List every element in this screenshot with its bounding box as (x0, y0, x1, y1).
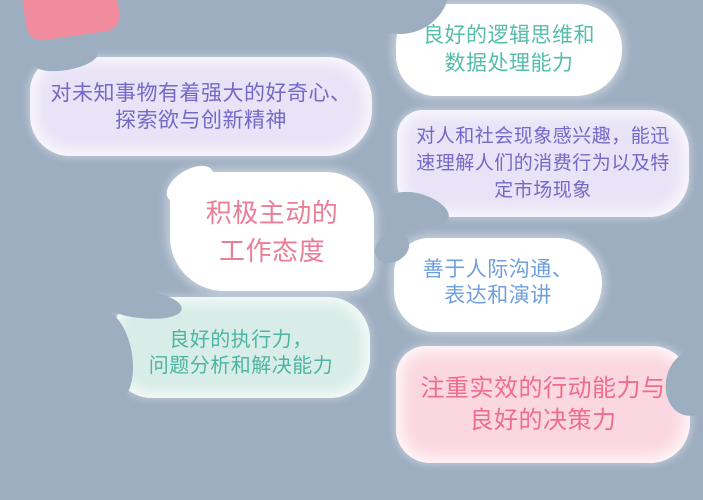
bubble-text-line: 工作态度 (218, 235, 325, 266)
bubble-communication: 善于人际沟通、 表达和演讲 (394, 238, 602, 332)
bubble-text-line: 善于人际沟通、 (422, 258, 574, 281)
bubble-text-line: 对人和社会现象感兴趣，能迅 (416, 126, 670, 147)
corner-pink-shape (20, 0, 122, 43)
bubble-text-line: 良好的执行力， (169, 328, 313, 351)
bubble-curiosity: 对未知事物有着强大的好奇心、 探索欲与创新精神 (30, 57, 372, 156)
bubble-social-insight: 对人和社会现象感兴趣，能迅 速理解人们的消费行为以及特 定市场现象 (397, 110, 689, 217)
bubble-text-line: 定市场现象 (494, 180, 592, 201)
bubble-text-line: 对未知事物有着强大的好奇心、 (50, 81, 352, 105)
bubble-text-line: 积极主动的 (205, 197, 339, 228)
bubble-text-line: 探索欲与创新精神 (115, 108, 287, 132)
bubble-text-line: 问题分析和解决能力 (148, 354, 334, 377)
bubble-text-line: 数据处理能力 (444, 52, 574, 75)
bubble-text-line: 表达和演讲 (444, 284, 552, 307)
bubble-proactive-attitude: 积极主动的 工作态度 (170, 172, 374, 291)
bubble-text-line: 良好的逻辑思维和 (423, 24, 595, 47)
bubble-logical-thinking: 良好的逻辑思维和 数据处理能力 (396, 4, 622, 96)
bubble-text-line: 良好的决策力 (469, 406, 617, 434)
bubble-decision-making: 注重实效的行动能力与 良好的决策力 (396, 346, 690, 463)
bubble-text-line: 注重实效的行动能力与 (420, 374, 666, 402)
bubble-text-line: 速理解人们的消费行为以及特 (416, 153, 670, 174)
